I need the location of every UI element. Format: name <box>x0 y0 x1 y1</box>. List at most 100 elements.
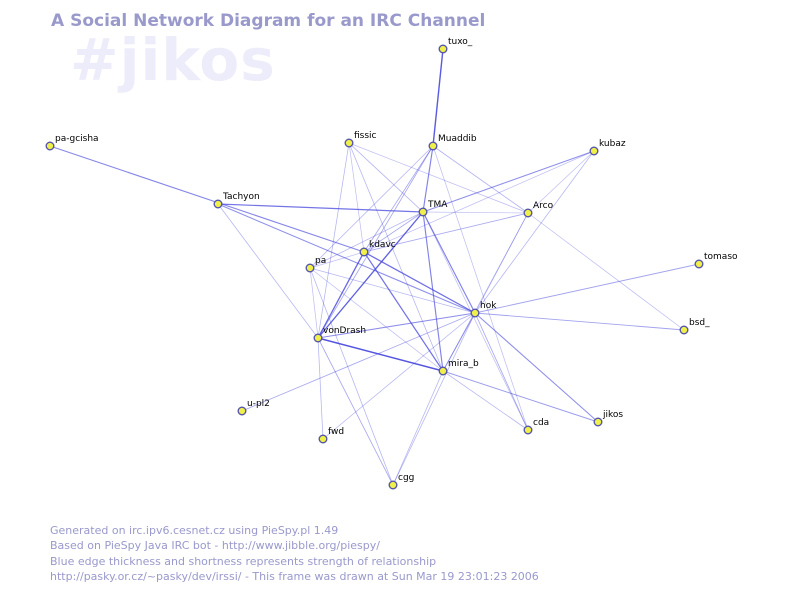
node-label: Tachyon <box>222 192 260 202</box>
edge-hok-cda <box>474 312 529 431</box>
node-marker <box>428 141 438 151</box>
channel-watermark: #jikos <box>70 26 276 94</box>
node-marker <box>213 199 223 209</box>
node-vonDrash: vonDrash <box>313 326 366 343</box>
edge-vonDrash-mira_b <box>317 337 444 372</box>
node-marker <box>438 366 448 376</box>
edge-kdavc-Arco <box>363 212 529 253</box>
node-fwd: fwd <box>318 427 344 444</box>
edge-Muaddib-kdavc <box>363 145 434 253</box>
edge-fissic-mira_b <box>348 142 444 372</box>
edge-pa-cgg <box>309 267 394 486</box>
edge-mira_b-jikos <box>442 370 599 423</box>
edge-kubaz-Arco <box>527 150 595 214</box>
edge-TMA-cda <box>422 211 529 431</box>
node-TMA: TMA <box>418 200 448 217</box>
node-marker <box>305 263 315 273</box>
node-marker <box>438 44 448 54</box>
edge-hok-jikos <box>474 312 599 423</box>
node-marker <box>523 425 533 435</box>
footer-line-legend: Blue edge thickness and shortness repres… <box>50 554 437 568</box>
edge-layer <box>49 48 700 486</box>
edge-kdavc-pa <box>309 251 365 269</box>
node-marker <box>418 207 428 217</box>
node-fissic: fissic <box>344 131 377 148</box>
edge-fissic-Arco <box>348 142 529 214</box>
node-label: pa-gcisha <box>55 134 99 144</box>
node-marker <box>45 141 55 151</box>
node-tuxo_: tuxo_ <box>438 37 473 54</box>
edge-hok-mira_b <box>442 312 476 372</box>
node-label: bsd_ <box>689 318 710 328</box>
edge-Muaddib-Arco <box>432 145 529 214</box>
node-label: Muaddib <box>438 134 477 144</box>
node-label: tomaso <box>704 252 738 262</box>
edge-Muaddib-vonDrash <box>317 145 434 339</box>
edge-Tachyon-TMA <box>217 203 424 213</box>
edge-Tachyon-hok <box>217 203 476 314</box>
node-marker <box>237 406 247 416</box>
edge-vonDrash-cgg <box>317 337 394 486</box>
edge-kdavc-vonDrash <box>317 251 365 339</box>
edge-TMA-kdavc <box>363 211 424 253</box>
page-title: A Social Network Diagram for an IRC Chan… <box>51 11 486 31</box>
node-label: jikos <box>602 410 623 420</box>
edge-hok-cgg <box>392 312 476 486</box>
node-cgg: cgg <box>388 473 414 490</box>
edge-tuxo_-Muaddib <box>432 48 444 147</box>
node-layer: tuxo_ pa-gcisha fissic Muaddib kubazTachyonT… <box>45 37 738 490</box>
edge-TMA-mira_b <box>422 211 444 372</box>
footer-info: Generated on irc.ipv6.cesnet.cz using Pi… <box>50 523 539 584</box>
edge-hok-u-pl2 <box>241 312 476 412</box>
edge-Muaddib-pa <box>309 145 434 269</box>
node-marker <box>470 308 480 318</box>
node-marker <box>359 247 369 257</box>
edge-kubaz-kdavc <box>363 150 595 253</box>
edge-kubaz-TMA <box>422 150 595 213</box>
node-label: mira_b <box>448 359 479 369</box>
node-bsd_: bsd_ <box>679 318 710 335</box>
node-label: cgg <box>398 473 414 483</box>
node-marker <box>388 480 398 490</box>
edge-hok-vonDrash <box>317 312 476 339</box>
node-label: kubaz <box>599 139 626 149</box>
node-label: cda <box>533 418 549 428</box>
node-label: kdavc <box>369 240 396 250</box>
node-marker <box>344 138 354 148</box>
node-kubaz: kubaz <box>589 139 626 156</box>
node-pa: pa <box>305 256 326 273</box>
edge-TMA-hok <box>422 211 476 314</box>
node-kdavc: kdavc <box>359 240 396 257</box>
node-marker <box>694 259 704 269</box>
node-Tachyon: Tachyon <box>213 192 260 209</box>
edge-Arco-bsd_ <box>527 212 685 331</box>
node-label: Arco <box>533 201 554 211</box>
node-label: fwd <box>328 427 344 437</box>
edge-kdavc-mira_b <box>363 251 444 372</box>
node-Muaddib: Muaddib <box>428 134 477 151</box>
node-marker <box>593 417 603 427</box>
edge-pa-mira_b <box>309 267 444 372</box>
node-label: tuxo_ <box>448 37 473 47</box>
edge-fissic-vonDrash <box>317 142 350 339</box>
node-marker <box>679 325 689 335</box>
node-Arco: Arco <box>523 201 554 218</box>
edge-pa-vonDrash <box>309 267 319 339</box>
node-label: fissic <box>354 131 377 141</box>
edge-mira_b-cda <box>442 370 529 431</box>
edge-pa-gcisha-kdavc <box>49 145 365 253</box>
node-u-pl2: u-pl2 <box>237 399 270 416</box>
edge-TMA-pa <box>309 211 424 269</box>
edge-Muaddib-TMA <box>422 145 434 213</box>
edge-Arco-hok <box>474 212 529 314</box>
node-mira_b: mira_b <box>438 359 479 376</box>
edge-TMA-vonDrash <box>317 211 424 339</box>
edge-pa-hok <box>309 267 476 314</box>
node-marker <box>589 146 599 156</box>
node-label: u-pl2 <box>247 399 270 409</box>
node-label: pa <box>315 256 326 266</box>
edge-fissic-kdavc <box>348 142 365 253</box>
edge-TMA-Arco <box>422 211 529 214</box>
node-pa-gcisha: pa-gcisha <box>45 134 99 151</box>
